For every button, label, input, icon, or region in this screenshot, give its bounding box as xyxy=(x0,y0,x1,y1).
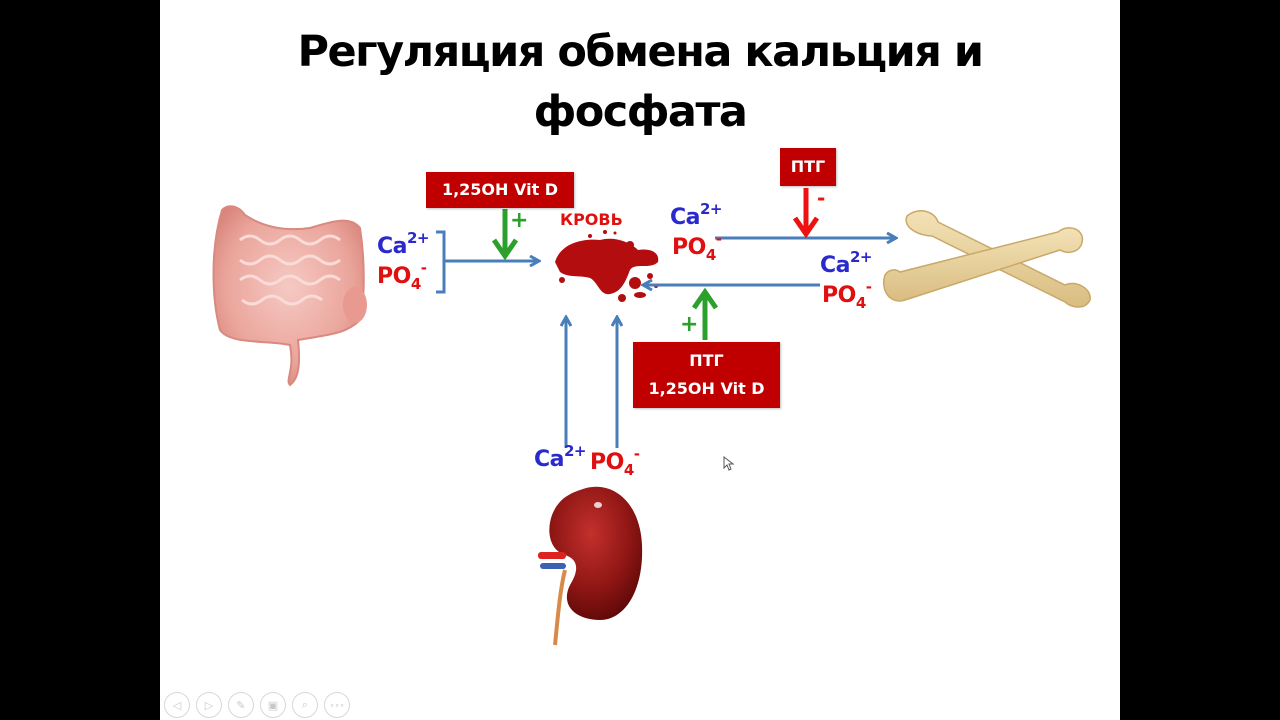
intestine-bracket xyxy=(436,230,450,294)
prev-icon: ◁ xyxy=(172,698,182,712)
zoom-button[interactable]: ⌕ xyxy=(292,692,318,718)
title-line-2: фосфата xyxy=(533,87,748,137)
magnifier-icon: ⌕ xyxy=(301,698,309,711)
ion-po4-bone-to-blood: PO4- xyxy=(822,278,872,312)
prev-slide-button[interactable]: ◁ xyxy=(164,692,190,718)
ion-po4-blood-to-bone: PO4- xyxy=(672,230,722,264)
bone-image xyxy=(883,210,1091,308)
ion-ca-intestine: Ca2+ xyxy=(377,229,430,260)
ptg-box-bottom-line1: ПТГ xyxy=(689,351,724,370)
ptg-box-top-label: ПТГ xyxy=(790,157,826,176)
next-icon: ▷ xyxy=(204,698,214,712)
ion-ca-blood-to-bone: Ca2+ xyxy=(670,200,723,231)
pen-tool-button[interactable]: ✎ xyxy=(228,692,254,718)
ion-ca-kidney: Ca2+ xyxy=(534,442,587,473)
more-icon: ∘∘∘ xyxy=(329,700,345,710)
ion-ca-bone-to-blood: Ca2+ xyxy=(820,248,873,279)
ptg-vitd-box-bottom: ПТГ 1,25OH Vit D xyxy=(633,342,780,408)
title-line-1: Регуляция обмена кальция и xyxy=(297,27,984,77)
more-options-button[interactable]: ∘∘∘ xyxy=(324,692,350,718)
red-arrow-ptg-bone xyxy=(792,188,820,239)
plus-sign-resorption: + xyxy=(680,312,699,337)
green-arrow-vitd-intestine xyxy=(491,209,519,261)
blood-image xyxy=(555,230,659,302)
mouse-cursor-icon xyxy=(723,456,735,471)
blood-label: КРОВЬ xyxy=(560,210,623,229)
ptg-box-bottom-line2: 1,25OH Vit D xyxy=(648,379,765,398)
slide-title: Регуляция обмена кальция и фосфата xyxy=(160,22,1120,142)
see-all-slides-button[interactable]: ▣ xyxy=(260,692,286,718)
green-arrow-ptg-resorption xyxy=(691,287,719,340)
vitd-box-top-label: 1,25OH Vit D xyxy=(441,180,559,199)
minus-sign-bone: - xyxy=(817,186,826,210)
kidney-image xyxy=(538,486,643,646)
diagram-canvas xyxy=(212,188,1091,646)
ion-po4-intestine: PO4- xyxy=(377,259,427,293)
vitd-box-top: 1,25OH Vit D xyxy=(426,172,574,208)
next-slide-button[interactable]: ▷ xyxy=(196,692,222,718)
slideshow-controls: ◁ ▷ ✎ ▣ ⌕ ∘∘∘ xyxy=(164,692,350,718)
slide: Регуляция обмена кальция и фосфата xyxy=(160,0,1120,720)
ion-po4-kidney: PO4- xyxy=(590,445,640,479)
plus-sign-intestine: + xyxy=(510,208,529,233)
intestine-image xyxy=(212,205,367,387)
ptg-box-top: ПТГ xyxy=(780,148,836,186)
pen-icon: ✎ xyxy=(236,698,246,712)
slides-grid-icon: ▣ xyxy=(267,698,279,712)
